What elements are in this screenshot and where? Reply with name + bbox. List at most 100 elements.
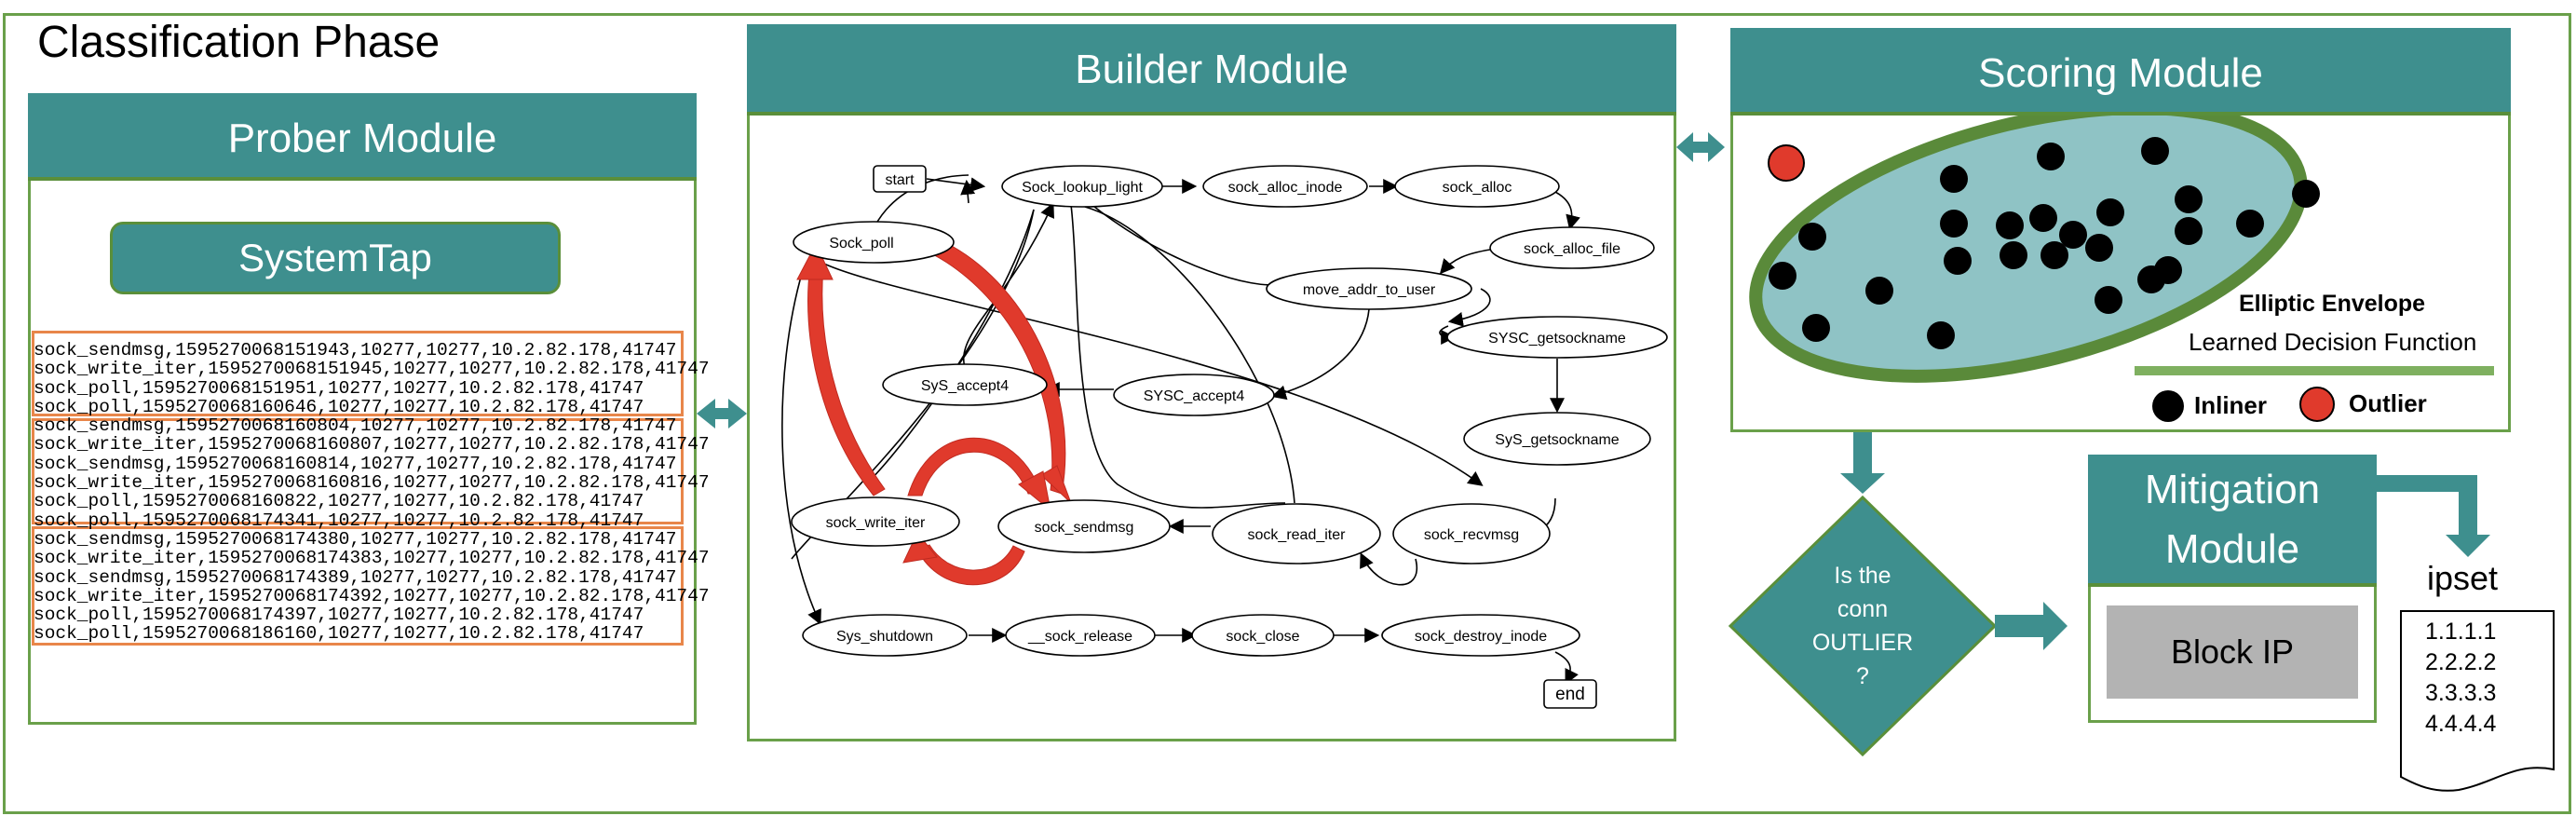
classification-phase-frame — [3, 13, 2571, 814]
log-line: sock_write_iter,1595270068160807,10277,1… — [34, 434, 710, 456]
elliptic-envelope — [1749, 102, 2308, 383]
edge — [1070, 204, 1286, 509]
edge — [1552, 190, 1580, 231]
node-sendmsg: sock_sendmsg — [997, 499, 1171, 553]
log-group-3 — [32, 526, 684, 646]
edge — [960, 179, 976, 204]
svg-text:SYSC_accept4: SYSC_accept4 — [1144, 388, 1245, 404]
node-alloc-file: sock_alloc_file — [1489, 226, 1655, 269]
svg-text:sock_alloc: sock_alloc — [1443, 180, 1512, 196]
edge — [1447, 288, 1491, 327]
node-shutdown: Sys_shutdown — [802, 614, 968, 657]
node-sysc-getsockname: SYSC_getsockname — [1446, 316, 1668, 359]
svg-text:sock_close: sock_close — [1226, 629, 1299, 645]
edge — [1084, 206, 1295, 504]
edge — [781, 269, 821, 625]
systemtap-label: SystemTap — [238, 236, 432, 279]
mitigation-module-header: Mitigation Module — [2088, 455, 2377, 587]
log-line: sock_poll,1595270068160822,10277,10277,1… — [34, 491, 644, 512]
svg-text:sock_write_iter: sock_write_iter — [826, 515, 926, 531]
scoring-module-title: Scoring Module — [1978, 50, 2263, 96]
inlier-points — [1769, 137, 2320, 349]
log-line: sock_sendmsg,1595270068160804,10277,1027… — [34, 415, 677, 437]
systemtap-box: SystemTap — [110, 222, 561, 294]
node-write-iter: sock_write_iter — [791, 496, 960, 547]
legend-inliner-dot — [2152, 390, 2184, 422]
node-destroy-inode: sock_destroy_inode — [1381, 614, 1580, 657]
log-line: sock_write_iter,1595270068160816,10277,1… — [34, 472, 710, 494]
ipset-entry: 1.1.1.1 — [2425, 619, 2497, 645]
page-title: Classification Phase — [37, 18, 441, 67]
mitigation-title-line1: Mitigation — [2144, 467, 2321, 512]
svg-text:sock_alloc_inode: sock_alloc_inode — [1228, 180, 1343, 196]
svg-text:SyS_accept4: SyS_accept4 — [921, 378, 1009, 394]
ipset-document — [2400, 610, 2555, 792]
red-arrow-head — [796, 242, 834, 280]
node-recvmsg: sock_recvmsg — [1392, 503, 1551, 564]
svg-text:move_addr_to_user: move_addr_to_user — [1303, 282, 1436, 298]
log-line: sock_write_iter,1595270068174392,10277,1… — [34, 585, 710, 606]
node-release: __sock_release — [1005, 614, 1156, 657]
svg-text:Sock_lookup_light: Sock_lookup_light — [1022, 180, 1143, 196]
decision-text: Is the conn OUTLIER ? — [1769, 559, 1956, 693]
edge — [1089, 202, 1277, 286]
svg-text:Sock_poll: Sock_poll — [829, 236, 893, 252]
ipset-entry: 2.2.2.2 — [2425, 649, 2497, 675]
decision-line: OUTLIER — [1811, 630, 1914, 656]
decision-line: Is the — [1834, 563, 1891, 589]
svg-text:__sock_release: __sock_release — [1027, 629, 1132, 645]
decision-line: ? — [1856, 663, 1869, 689]
svg-text:end: end — [1555, 685, 1585, 704]
double-arrow-prober-builder — [697, 399, 747, 428]
svg-text:start: start — [885, 172, 915, 188]
red-arrow-sendmsg-to-poll — [930, 239, 1066, 495]
arrow-mitigation-to-ipset — [2377, 475, 2490, 557]
arrow-decision-to-mitigation — [1995, 602, 2068, 650]
node-alloc-inode: sock_alloc_inode — [1202, 165, 1368, 208]
log-line: sock_poll,1595270068174341,10277,10277,1… — [34, 510, 644, 531]
svg-text:SyS_getsockname: SyS_getsockname — [1495, 432, 1620, 448]
ipset-entry: 4.4.4.4 — [2425, 711, 2497, 737]
block-ip-button[interactable]: Block IP — [2107, 605, 2358, 699]
node-alloc: sock_alloc — [1394, 165, 1560, 208]
legend-inliner-label: Inliner — [2194, 391, 2268, 419]
log-lines: sock_sendmsg,1595270068151943,10277,1027… — [34, 340, 710, 644]
double-arrow-builder-scoring — [1676, 132, 1725, 162]
prober-module-header: Prober Module — [28, 93, 697, 181]
block-ip-label: Block IP — [2170, 632, 2295, 671]
legend-outlier-label: Outlier — [2349, 389, 2427, 417]
node-sys-getsockname: SyS_getsockname — [1463, 412, 1651, 466]
ipset-label: ipset — [2427, 559, 2499, 597]
log-line: sock_poll,1595270068174397,10277,10277,1… — [34, 605, 644, 626]
edge — [1270, 308, 1370, 401]
log-group-2 — [32, 418, 684, 524]
log-line: sock_sendmsg,1595270068174389,10277,1027… — [34, 566, 677, 588]
svg-text:SYSC_getsockname: SYSC_getsockname — [1488, 331, 1626, 347]
ipset-entry: 3.3.3.3 — [2425, 680, 2497, 706]
log-line: sock_sendmsg,1595270068151943,10277,1027… — [34, 340, 677, 360]
log-group-1 — [32, 331, 684, 416]
log-line: sock_write_iter,1595270068151945,10277,1… — [34, 359, 710, 380]
log-line: sock_poll,1595270068151951,10277,10277,1… — [34, 377, 644, 399]
red-arrow-head — [1018, 470, 1051, 512]
legend-outlier-dot — [2299, 387, 2335, 422]
node-close: sock_close — [1191, 614, 1335, 657]
edge — [1439, 249, 1491, 275]
red-arrow-write-iter-to-poll — [807, 265, 886, 496]
edge — [809, 255, 1484, 486]
builder-module-title: Builder Module — [1075, 47, 1349, 92]
node-move-addr: move_addr_to_user — [1266, 267, 1472, 310]
elliptic-envelope-label: Elliptic Envelope — [2239, 291, 2426, 317]
log-line: sock_write_iter,1595270068174383,10277,1… — [34, 548, 710, 569]
mitigation-title-line2: Module — [2164, 526, 2300, 572]
node-end: end — [1543, 679, 1597, 709]
red-arrow-head — [902, 532, 938, 564]
log-line: sock_sendmsg,1595270068174380,10277,1027… — [34, 528, 677, 550]
edge — [1554, 651, 1579, 685]
svg-text:sock_recvmsg: sock_recvmsg — [1424, 527, 1519, 543]
prober-module-title: Prober Module — [227, 116, 497, 161]
svg-text:sock_alloc_file: sock_alloc_file — [1524, 241, 1620, 257]
builder-module-header: Builder Module — [747, 24, 1676, 116]
svg-text:sock_sendmsg: sock_sendmsg — [1035, 520, 1134, 536]
